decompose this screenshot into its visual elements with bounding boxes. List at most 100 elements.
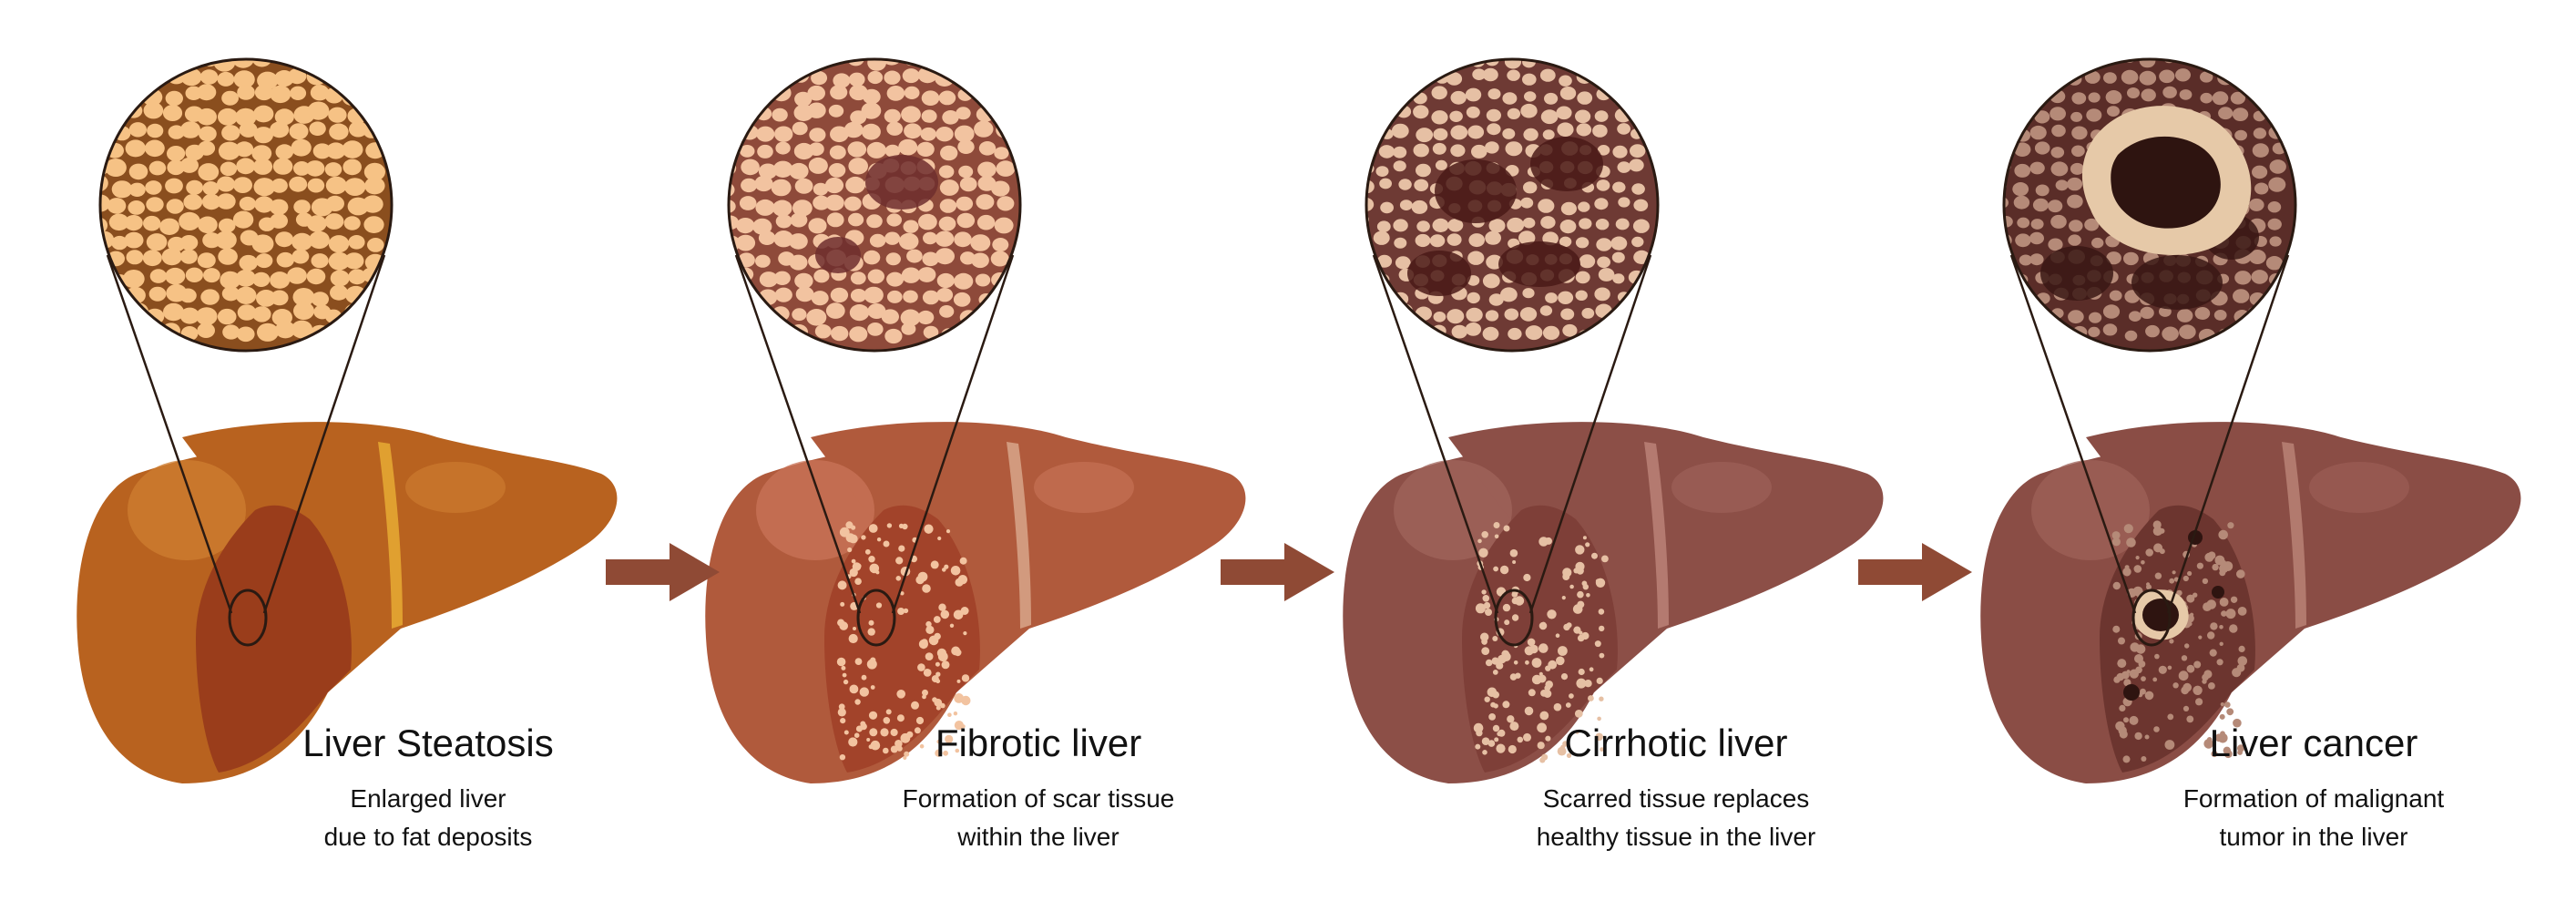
fat-cell: [1451, 324, 1467, 339]
fat-cell: [2004, 70, 2009, 84]
fat-cell: [756, 67, 773, 82]
fat-cell: [2004, 147, 2010, 161]
fat-cell: [145, 325, 165, 343]
texture-dot: [2193, 592, 2198, 598]
fat-cell: [755, 254, 771, 268]
fat-cell: [736, 218, 755, 234]
fat-cell: [1433, 312, 1446, 322]
fat-cell: [789, 233, 808, 250]
fat-cell: [936, 288, 954, 302]
fat-cell: [1630, 327, 1644, 340]
fat-cell: [311, 253, 329, 269]
fat-cell: [222, 324, 240, 340]
fat-cell: [729, 125, 736, 142]
lobe-highlight: [2309, 462, 2409, 513]
texture-dot: [2219, 641, 2223, 646]
texture-dot: [1595, 732, 1603, 742]
fat-cell: [2234, 129, 2247, 141]
stage-title: Fibrotic liver: [935, 722, 1142, 764]
fat-cell: [2004, 59, 2010, 64]
fat-cell: [867, 269, 884, 284]
texture-dot: [2220, 702, 2224, 707]
texture-dot: [915, 716, 925, 725]
texture-dot: [933, 616, 941, 623]
fat-cell: [276, 251, 294, 268]
texture-dot: [2219, 563, 2229, 574]
fat-cell: [100, 286, 109, 303]
texture-dot: [1537, 742, 1545, 750]
fat-cell: [741, 327, 760, 343]
magnifier-ring: [1365, 57, 1660, 353]
texture-dot: [2187, 570, 2193, 577]
fat-cell: [1540, 216, 1556, 230]
fat-cell: [2267, 218, 2282, 230]
texture-dot: [1503, 525, 1510, 532]
fat-cell: [1393, 68, 1407, 81]
texture-dot: [875, 602, 883, 609]
fat-cell: [235, 286, 257, 304]
fat-cell: [1618, 197, 1630, 208]
texture-dot: [930, 560, 939, 569]
zoom-line: [1372, 254, 1499, 614]
fat-cell: [887, 290, 903, 303]
fat-cell: [794, 178, 813, 194]
texture-dot: [2152, 677, 2158, 682]
fat-cell: [348, 269, 366, 285]
fat-cell: [1488, 219, 1506, 233]
texture-dot: [935, 679, 941, 684]
texture-dot: [1566, 752, 1572, 759]
fat-cell: [1399, 200, 1413, 211]
fat-cell: [1433, 128, 1448, 141]
fat-cell: [149, 269, 168, 283]
fat-cell: [1398, 59, 1413, 68]
fat-cell: [812, 59, 828, 67]
zoom-line: [2166, 254, 2290, 614]
fat-cell: [935, 127, 954, 142]
scar-tissue: [815, 155, 938, 273]
fat-cell: [201, 193, 221, 210]
fat-cell: [148, 286, 167, 302]
fat-cell: [1377, 59, 1395, 68]
fat-cell: [2014, 59, 2027, 65]
fat-cell: [1467, 292, 1480, 304]
metastasis: [2123, 684, 2140, 701]
fat-cell: [1466, 307, 1483, 322]
texture-dot: [854, 699, 861, 705]
scar-patch: [1498, 241, 1580, 287]
fat-cell: [342, 140, 363, 159]
fat-cell: [845, 176, 865, 194]
fat-cell: [1505, 141, 1523, 157]
texture-dot: [1541, 621, 1547, 627]
fat-cell: [1468, 233, 1485, 248]
fat-cell: [348, 235, 365, 250]
caption-liver-steatosis: Liver Steatosis Enlarged liver due to fa…: [146, 720, 710, 856]
fat-cell: [2212, 91, 2229, 106]
fat-cell: [109, 323, 127, 339]
fat-cell: [973, 59, 989, 64]
fat-cell: [2071, 145, 2085, 158]
fat-cell: [324, 213, 344, 230]
texture-dot: [1547, 609, 1557, 619]
fat-cell: [270, 121, 290, 138]
fat-cell: [923, 231, 937, 245]
fat-cell: [295, 59, 313, 67]
fat-cell: [1366, 197, 1375, 212]
fat-cell: [953, 292, 971, 307]
fat-cell: [328, 235, 350, 253]
fat-cell: [1380, 201, 1394, 214]
fat-cell: [886, 86, 905, 101]
fat-cell: [1416, 163, 1431, 178]
fat-cell: [1487, 123, 1501, 136]
texture-dot: [953, 609, 964, 620]
liver-illustration: [77, 422, 618, 783]
fat-cell: [179, 211, 200, 230]
fat-cell: [312, 143, 332, 159]
texture-dot: [2220, 731, 2225, 737]
fat-cell: [1415, 233, 1431, 248]
texture-dot: [2112, 625, 2121, 633]
fat-cell: [2035, 90, 2049, 102]
fat-cell: [349, 121, 368, 138]
texture-dot: [1488, 713, 1496, 721]
texture-dot: [2212, 563, 2219, 571]
fat-cell: [307, 178, 325, 193]
